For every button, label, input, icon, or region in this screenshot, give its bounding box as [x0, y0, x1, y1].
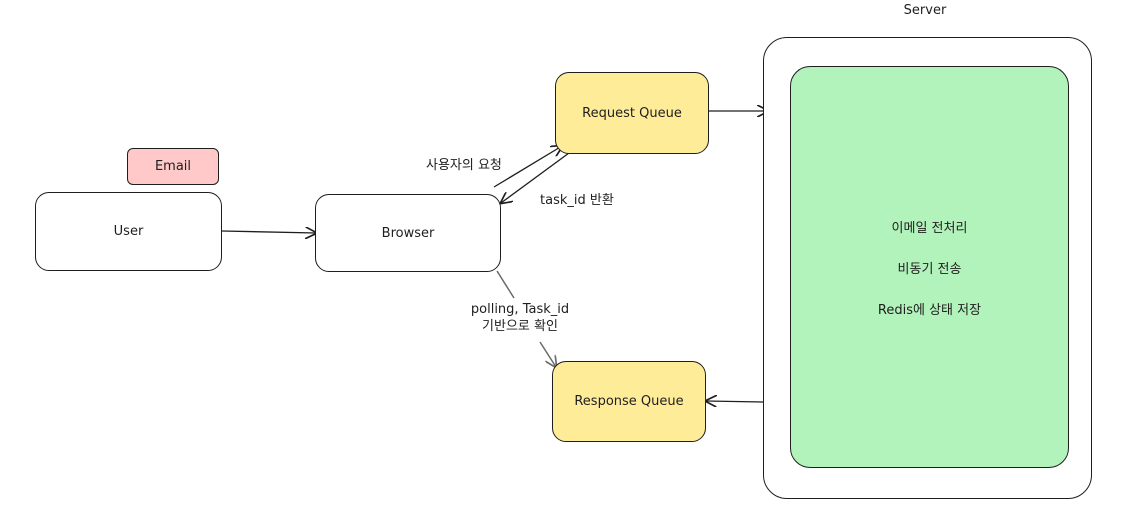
edge-label-polling-line1: polling, Task_id: [470, 302, 570, 317]
request-queue-node: Request Queue: [555, 72, 709, 154]
edge-label-polling: polling, Task_id 기반으로 확인: [440, 301, 600, 335]
response-queue-node: Response Queue: [552, 361, 706, 442]
email-label: Email: [154, 159, 192, 174]
user-label: User: [113, 224, 144, 239]
edge-browser-polling-segment: [496, 270, 515, 299]
server-step-preprocess: 이메일 전처리: [891, 220, 968, 236]
edge-label-user-request: 사용자의 요청: [426, 158, 502, 173]
edge-server-to-response-queue: [706, 401, 764, 402]
user-node: User: [35, 192, 222, 271]
server-inner-box: [790, 66, 1069, 468]
request-queue-label: Request Queue: [582, 105, 682, 121]
server-step-async-send: 비동기 전송: [897, 261, 962, 277]
edge-request-queue-to-browser: [501, 152, 570, 203]
edge-label-task-id-return: task_id 반환: [540, 193, 614, 208]
edge-browser-polling-arrow: [539, 341, 556, 367]
server-title: Server: [903, 3, 947, 18]
response-queue-label: Response Queue: [574, 394, 684, 409]
edge-user-to-browser: [221, 231, 316, 233]
browser-node: Browser: [315, 194, 501, 272]
email-node: Email: [127, 148, 219, 185]
server-step-redis-save: Redis에 상태 저장: [877, 302, 982, 318]
edge-label-polling-line2: 기반으로 확인: [482, 319, 558, 334]
browser-label: Browser: [381, 225, 435, 241]
edge-browser-to-request-queue: [493, 146, 562, 188]
server-steps: 이메일 전처리 비동기 전송 Redis에 상태 저장: [790, 66, 1069, 468]
